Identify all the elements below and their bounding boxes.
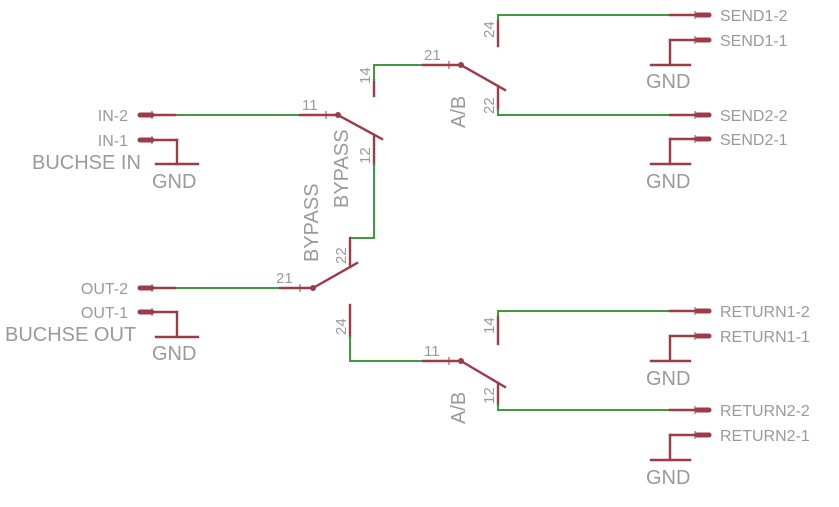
label-gnd: GND	[152, 171, 196, 193]
pin-number-11: 11	[424, 343, 440, 360]
label-return2-1: RETURN2-1	[720, 428, 810, 445]
pin-number-21: 21	[276, 270, 293, 287]
label-gnd: GND	[152, 343, 196, 365]
connector-send2: SEND2-2 SEND2-1 GND	[646, 108, 788, 193]
label-return1-1: RETURN1-1	[720, 329, 810, 346]
pin-number-24: 24	[481, 21, 498, 38]
connector-return1: RETURN1-2 RETURN1-1 GND	[646, 304, 810, 390]
label-out1: OUT-1	[81, 305, 128, 322]
label-send1-1: SEND1-1	[720, 33, 788, 50]
connector-send1: SEND1-2 SEND1-1 GND	[646, 8, 788, 93]
pin-number-12: 12	[481, 387, 498, 404]
label-gnd: GND	[646, 467, 690, 489]
switch-ab-bottom: 11 12 14 A/B	[421, 310, 671, 424]
connector-buchse-in: IN-2 IN-1 BUCHSE IN GND	[32, 108, 301, 193]
label-gnd: GND	[646, 71, 690, 93]
label-return2-2: RETURN2-2	[720, 403, 810, 420]
label-in2: IN-2	[98, 108, 128, 125]
switch-bypass-lower: 21 22 24 BYPASS	[276, 183, 424, 362]
label-buchse-out: BUCHSE OUT	[5, 324, 136, 346]
label-return1-2: RETURN1-2	[720, 304, 810, 321]
label-gnd: GND	[646, 368, 690, 390]
label-bypass: BYPASS	[331, 129, 353, 208]
switch-ab-top: 21 22 24 14 A/B	[357, 14, 671, 128]
connector-buchse-out: OUT-2 OUT-1 BUCHSE OUT GND	[5, 281, 281, 365]
label-send1-2: SEND1-2	[720, 8, 788, 25]
label-bypass: BYPASS	[301, 183, 323, 262]
pin-number-21: 21	[424, 47, 441, 64]
label-in1: IN-1	[98, 133, 128, 150]
pin-number-11: 11	[302, 97, 318, 114]
pin-number-22: 22	[481, 97, 498, 114]
pin-number-22: 22	[333, 247, 350, 264]
label-send2-1: SEND2-1	[720, 132, 788, 149]
pin-number-12: 12	[357, 147, 374, 164]
label-ab: A/B	[448, 96, 470, 128]
connector-return2: RETURN2-2 RETURN2-1 GND	[646, 403, 810, 489]
switch-bypass-upper: 11 12 BYPASS	[298, 97, 384, 239]
label-send2-2: SEND2-2	[720, 108, 788, 125]
label-buchse-in: BUCHSE IN	[32, 152, 141, 174]
label-ab: A/B	[448, 392, 470, 424]
label-gnd: GND	[646, 171, 690, 193]
label-out2: OUT-2	[81, 281, 128, 298]
pin-number-24: 24	[333, 318, 350, 335]
pin-number-14: 14	[481, 317, 498, 334]
pin-number-14: 14	[357, 67, 374, 84]
